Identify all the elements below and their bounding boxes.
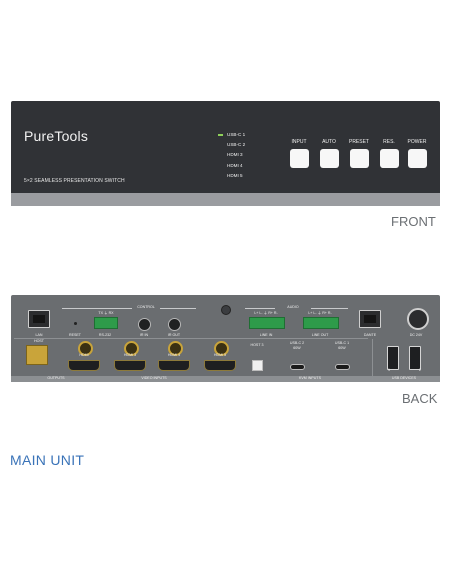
hdmi3-audio-icon xyxy=(124,341,139,356)
auto-button-label: AUTO xyxy=(322,139,336,145)
screw-icon xyxy=(221,305,231,315)
lan-port[interactable] xyxy=(28,310,50,328)
res-button[interactable] xyxy=(380,149,399,168)
led-icon xyxy=(218,134,223,136)
back-panel-base xyxy=(11,376,440,382)
power-button[interactable] xyxy=(408,149,427,168)
line-in-pin-labels: L+ L- ⏚ R+ R- xyxy=(254,311,278,315)
usb-devices-section-label: USB DEVICES xyxy=(391,376,417,380)
line-out-label: LINE OUT xyxy=(311,333,329,337)
audio-section-label: AUDIO xyxy=(287,305,299,309)
usb-device-1-label: 1 xyxy=(388,368,390,372)
control-section-label: CONTROL xyxy=(137,305,155,309)
back-caption: BACK xyxy=(402,391,438,406)
audio-divider xyxy=(245,308,275,309)
input-indicator-usbc2: USB-C 2 xyxy=(227,142,246,148)
hdmi5-audio-icon xyxy=(214,341,229,356)
dante-label: DANTE xyxy=(363,333,377,337)
device-subtitle: 5×2 SEAMLESS PRESENTATION SWITCH xyxy=(24,178,125,184)
host-port[interactable] xyxy=(26,345,48,365)
outputs-section-label: OUTPUTS xyxy=(47,376,65,380)
rs232-terminal[interactable] xyxy=(94,317,118,329)
lan-label: LAN xyxy=(35,333,43,337)
usbc2-power-label: 60W xyxy=(293,346,301,350)
back-mid-divider xyxy=(14,338,368,339)
res-button-label: RES. xyxy=(383,139,395,145)
hdmi4-label: HDMI 4 xyxy=(167,353,181,357)
usbc1-label: USB-C 1 xyxy=(334,341,350,345)
input-indicator-hdmi5: HDMI 5 xyxy=(227,172,243,178)
input-button[interactable] xyxy=(290,149,309,168)
hdmi5-label: HDMI 5 xyxy=(213,353,227,357)
input-indicator-hdmi3: HDMI 3 xyxy=(227,152,243,158)
ir-out-jack[interactable] xyxy=(168,318,181,331)
auto-button[interactable] xyxy=(320,149,339,168)
hdmi4-port[interactable] xyxy=(158,360,190,371)
host3-usb-b-port[interactable] xyxy=(252,360,263,371)
reset-pinhole[interactable] xyxy=(74,322,77,325)
input-indicator-usbc1: USB-C 1 xyxy=(218,131,278,141)
hdmi4-audio-icon xyxy=(168,341,183,356)
front-panel-base xyxy=(11,193,440,206)
dc-label: DC 24V xyxy=(409,333,423,337)
power-button-label: POWER xyxy=(407,139,427,145)
ir-in-jack[interactable] xyxy=(138,318,151,331)
input-indicator-list: USB-C 1 USB-C 2 HDMI 3 HDMI 4 HDMI 5 xyxy=(218,131,278,182)
usbc2-label: USB-C 2 xyxy=(289,341,305,345)
hdmi-out-audio-icon xyxy=(78,341,93,356)
hdmi5-port[interactable] xyxy=(204,360,236,371)
preset-button-label: PRESET xyxy=(348,139,369,145)
usb-device-2-label: 2 xyxy=(419,368,421,372)
control-divider xyxy=(160,308,196,309)
video-inputs-section-label: VIDEO INPUTS xyxy=(141,376,167,380)
usbc1-power-label: 60W xyxy=(338,346,346,350)
host-label: HOST xyxy=(34,339,44,343)
reset-label: RESET xyxy=(69,333,81,337)
brand-logo: PureTools xyxy=(24,128,89,144)
main-unit-title: MAIN UNIT xyxy=(10,452,85,468)
usbc1-port[interactable] xyxy=(335,364,350,370)
hdmi-out-label: HDMI xyxy=(79,353,89,357)
input-indicator-hdmi4: HDMI 4 xyxy=(227,162,243,168)
hdmi3-port[interactable] xyxy=(114,360,146,371)
input-button-label: INPUT xyxy=(291,139,307,145)
line-out-pin-labels: L+ L- ⏚ R+ R- xyxy=(308,311,332,315)
usb-devices-divider xyxy=(372,339,373,379)
rs232-pin-labels: TX ⏚ RX xyxy=(98,311,114,315)
hdmi3-label: HDMI 3 xyxy=(123,353,137,357)
audio-divider xyxy=(311,308,348,309)
front-caption: FRONT xyxy=(391,214,436,229)
dante-port[interactable] xyxy=(359,310,381,328)
usb-device-port-2[interactable] xyxy=(409,346,421,370)
control-divider xyxy=(62,308,132,309)
usb-device-port-1[interactable] xyxy=(387,346,399,370)
usbc2-port[interactable] xyxy=(290,364,305,370)
host3-label: HOST 3 xyxy=(250,343,264,347)
ir-out-label: IR OUT xyxy=(167,333,181,337)
rs232-label: RS-232 xyxy=(98,333,112,337)
kvm-inputs-section-label: KVM INPUTS xyxy=(299,376,321,380)
dc-power-jack[interactable] xyxy=(407,308,429,330)
line-out-terminal[interactable] xyxy=(303,317,339,329)
preset-button[interactable] xyxy=(350,149,369,168)
ir-in-label: IR IN xyxy=(139,333,149,337)
hdmi-out-port[interactable] xyxy=(68,360,100,371)
line-in-terminal[interactable] xyxy=(249,317,285,329)
line-in-label: LINE IN xyxy=(259,333,273,337)
